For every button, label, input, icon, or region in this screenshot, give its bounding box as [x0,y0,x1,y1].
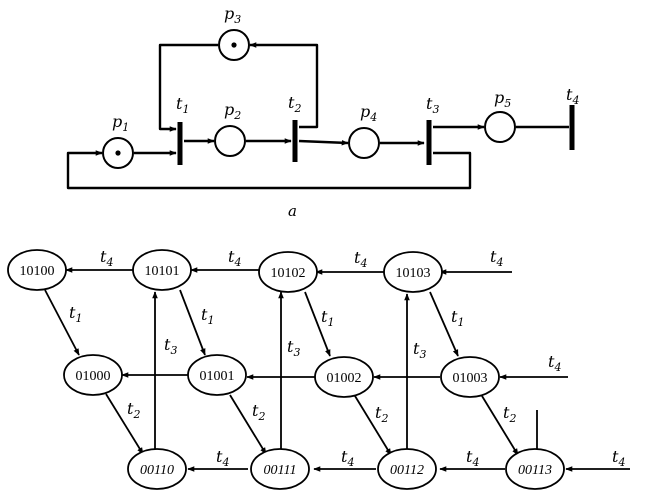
state-label: 01001 [200,369,235,384]
petri-net: p1 p2 p3 p4 p5 t1 t2 t3 [66,4,579,220]
token-icon [231,42,237,48]
state-01002: 01002 [314,356,374,398]
edge-label-t1: t1 [321,307,334,329]
edge-label-t4: t4 [612,447,625,469]
edge-label-t4: t4 [354,248,367,270]
transition-t3: t3 [426,94,439,165]
arc-t2-p4 [298,139,349,146]
place-p5-label: p5 [494,88,511,110]
state-label: 10102 [271,266,306,281]
transition-t1: t1 [176,94,189,165]
state-label: 01000 [76,369,111,384]
place-p4-circle [348,127,380,159]
place-p2-circle [214,125,246,157]
place-p2-label: p2 [224,100,241,122]
state-label: 01002 [327,371,362,386]
graph-edges [44,267,630,472]
transition-t2: t2 [288,93,301,162]
edge-label-t3: t3 [164,335,177,357]
figure-caption: a [288,202,297,220]
state-00112: 00112 [377,448,437,490]
edge-label-t4: t4 [100,247,113,269]
state-00110: 00110 [127,448,187,490]
edge-01000-00110 [105,393,144,455]
state-label: 01003 [453,371,488,386]
state-label: 00111 [264,463,297,478]
edge-label-t2: t2 [503,403,516,425]
state-label: 10100 [20,264,55,279]
edge-label-t1: t1 [69,303,82,325]
state-10101: 10101 [132,249,192,291]
state-00111: 00111 [250,448,310,490]
edge-01001-00111 [229,394,267,455]
state-10100: 10100 [7,249,67,291]
state-00113: 00113 [505,448,565,490]
edge-label-t4: t4 [466,447,479,469]
edge-01003-00113 [481,395,519,456]
graph-states: 10100 10101 10102 10103 01000 01001 [7,249,565,490]
place-p5: p5 [484,88,516,143]
arc-t3-p1 [66,150,472,190]
place-p3-label: p3 [224,4,241,26]
edge-10102-01002 [304,291,331,357]
state-label: 00112 [390,463,424,478]
state-10102: 10102 [258,251,318,293]
edge-label-t2: t2 [375,403,388,425]
edge-label-t4: t4 [216,447,229,469]
reachability-graph: t4 t4 t4 t4 t1 t1 t1 t1 t4 t2 t2 t2 t2 t… [7,247,630,490]
place-p1: p1 [102,112,134,169]
petri-arcs [66,42,569,190]
place-p5-circle [484,111,516,143]
state-label: 00113 [518,463,552,478]
arc-p3-t1 [158,43,218,132]
place-p4: p4 [348,102,380,159]
place-p4-label: p4 [360,102,377,124]
edge-01002-00112 [354,395,392,456]
edge-label-t4: t4 [341,447,354,469]
state-label: 10101 [145,264,180,279]
transition-t2-label: t2 [288,93,301,115]
arc-t2-p3 [249,42,319,129]
token-icon [115,150,121,156]
transition-t4-label: t4 [566,85,579,107]
edge-label-t3: t3 [287,337,300,359]
transition-t3-label: t3 [426,94,439,116]
place-p3: p3 [218,4,250,61]
edge-label-t1: t1 [451,307,464,329]
edge-10100-01000 [44,289,80,356]
edge-label-t3: t3 [413,339,426,361]
edge-label-t4: t4 [548,352,561,374]
place-p1-label: p1 [112,112,129,134]
state-label: 00110 [140,463,174,478]
state-10103: 10103 [383,251,443,293]
state-01003: 01003 [440,356,500,398]
state-label: 10103 [396,266,431,281]
edge-label-t4: t4 [490,247,503,269]
edge-10103-01003 [429,291,459,357]
edge-10101-01001 [179,289,206,356]
edge-label-t2: t2 [252,401,265,423]
transition-t4: t4 [566,85,579,150]
transition-t1-label: t1 [176,94,189,116]
state-01000: 01000 [63,354,123,396]
edge-label-t4: t4 [228,247,241,269]
place-p2: p2 [214,100,246,157]
edge-label-t2: t2 [127,399,140,421]
edge-label-t1: t1 [201,305,214,327]
state-01001: 01001 [187,354,247,396]
